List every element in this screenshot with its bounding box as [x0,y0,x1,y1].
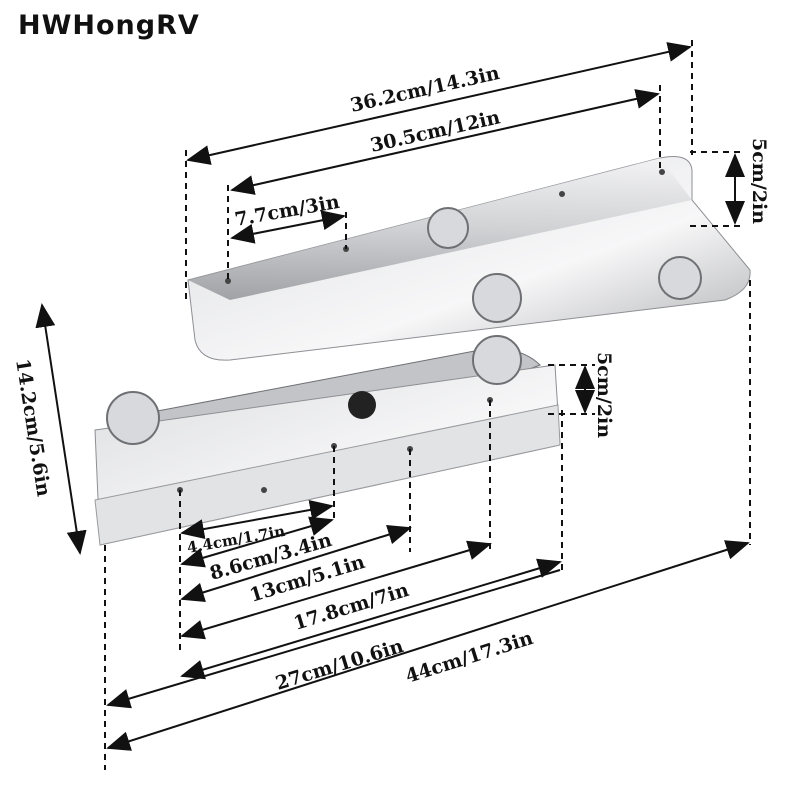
pivot-bolts [106,207,702,445]
label-overall-length: 44cm/17.3in [403,627,536,688]
label-top-plate-height: 5cm/2in [748,138,770,224]
hinge-image [94,156,751,546]
dimension-arrows [35,42,750,751]
label-top-hole-span: 30.5cm/12in [368,106,502,157]
label-overall-top-length: 36.2cm/14.3in [348,62,501,117]
label-top-hole-offset: 7.7cm/3in [233,191,341,231]
label-side-height: 14.2cm/5.6in [11,357,54,498]
label-bottom-plate-length: 27cm/10.6in [273,635,406,695]
label-bottom-plate-height: 5cm/2in [593,352,615,438]
brand-logo: HWHongRV [18,10,200,41]
